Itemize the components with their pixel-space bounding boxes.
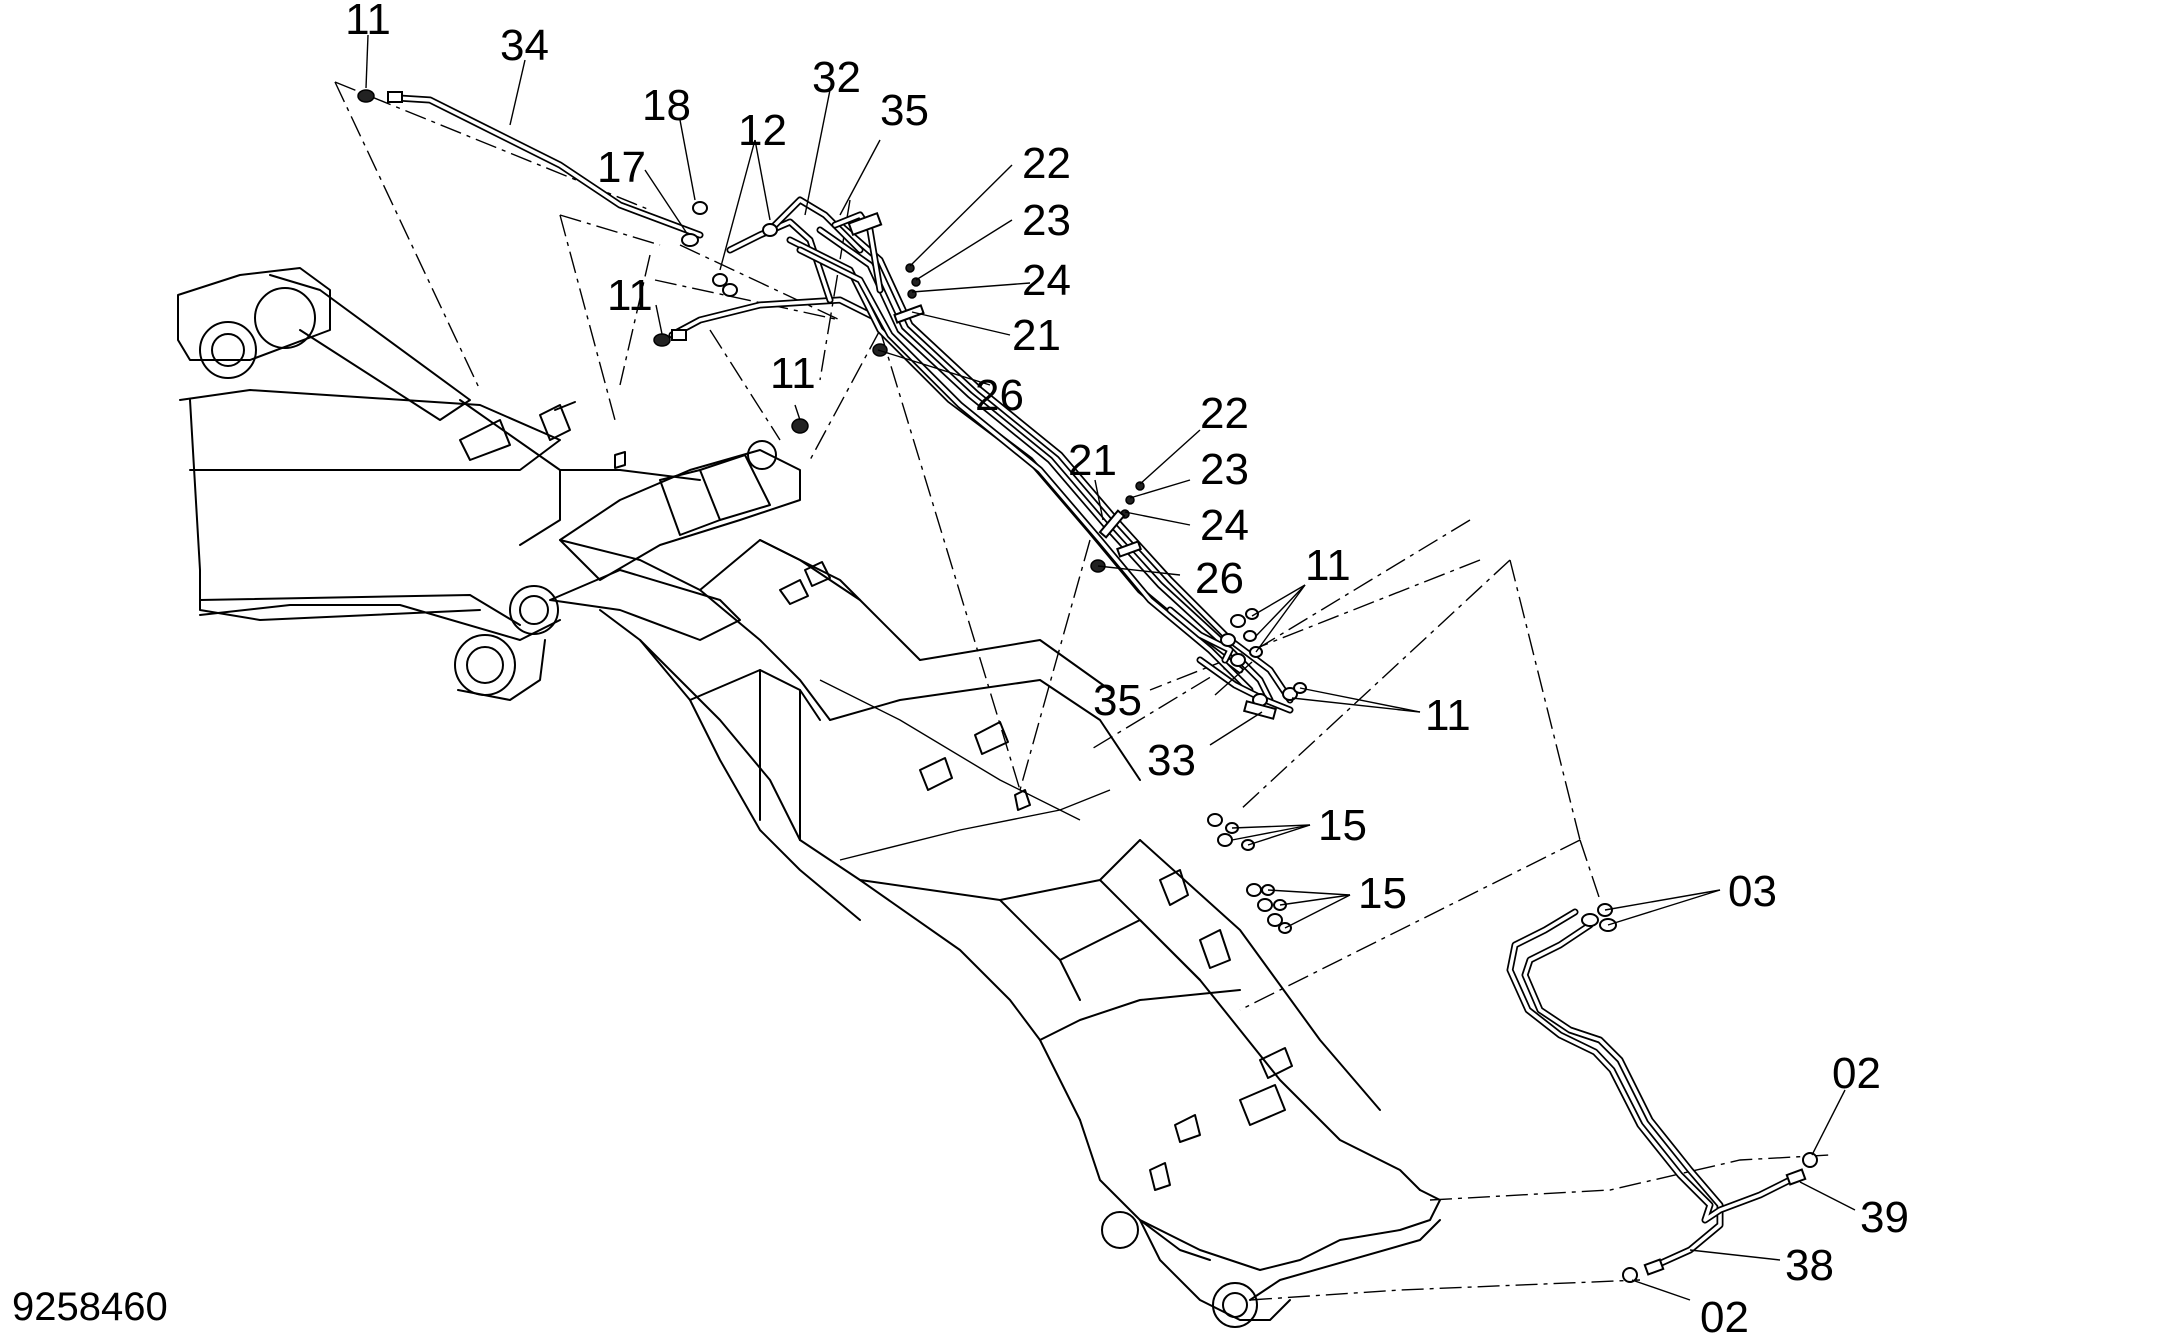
drawing-number: 9258460 — [12, 1285, 168, 1329]
callout-21: 21 — [1012, 311, 1061, 360]
callout-23: 23 — [1022, 196, 1071, 245]
callout-18: 18 — [642, 81, 691, 130]
callout-17: 17 — [597, 143, 646, 192]
callout-leaders — [365, 34, 1856, 1301]
callout-22: 22 — [1022, 139, 1071, 188]
callout-labels: 11 34 18 17 12 32 35 22 23 24 21 26 11 1… — [12, 0, 1909, 1341]
callout-33: 33 — [1147, 736, 1196, 785]
callout-39: 39 — [1860, 1193, 1909, 1242]
callout-35: 35 — [1093, 676, 1142, 725]
callout-11: 11 — [770, 349, 816, 398]
callout-26: 26 — [975, 371, 1024, 420]
callout-23: 23 — [1200, 445, 1249, 494]
callout-24: 24 — [1022, 256, 1071, 305]
callout-26: 26 — [1195, 554, 1244, 603]
callout-22: 22 — [1200, 389, 1249, 438]
callout-24: 24 — [1200, 501, 1249, 550]
hose-clamp-pads — [459, 401, 1293, 1191]
callout-21: 21 — [1068, 436, 1117, 485]
callout-34: 34 — [500, 21, 549, 70]
callout-02: 02 — [1700, 1293, 1749, 1336]
callout-35: 35 — [880, 86, 929, 135]
callout-12: 12 — [738, 106, 787, 155]
callout-11: 11 — [1305, 541, 1351, 590]
boom-body — [177, 267, 1441, 1328]
callout-11: 11 — [607, 271, 653, 320]
callout-38: 38 — [1785, 1241, 1834, 1290]
callout-11: 11 — [345, 0, 391, 44]
callout-11: 11 — [1425, 691, 1471, 740]
dash-dot-leaders — [334, 81, 1831, 1301]
callout-15: 15 — [1358, 869, 1407, 918]
callout-15: 15 — [1318, 801, 1367, 850]
callout-02: 02 — [1832, 1049, 1881, 1098]
fittings — [357, 89, 1818, 1283]
callout-03: 03 — [1728, 867, 1777, 916]
callout-32: 32 — [812, 53, 861, 102]
